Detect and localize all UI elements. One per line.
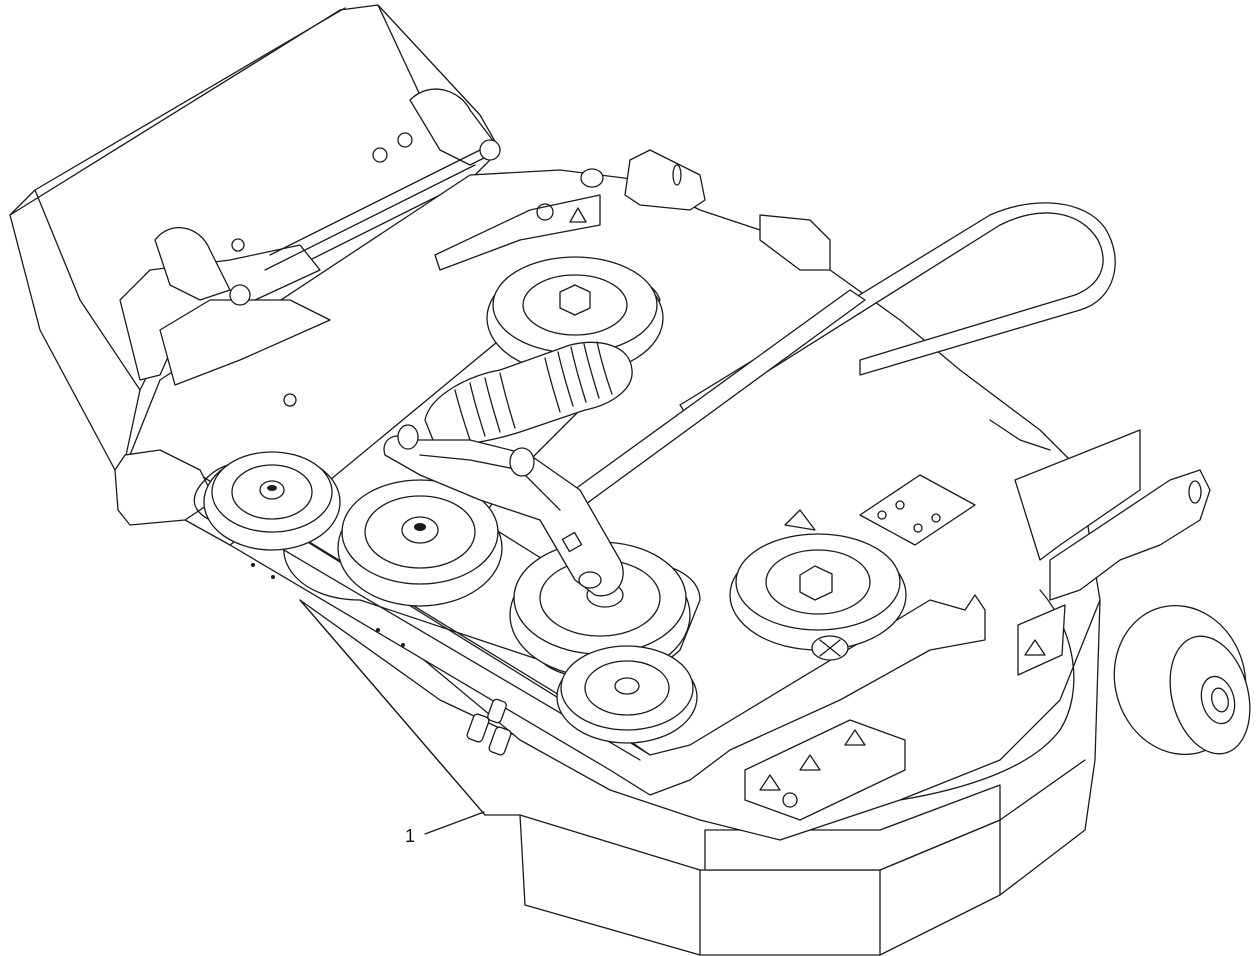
lift-handle	[559, 202, 1116, 513]
pulley-front	[556, 645, 698, 744]
drive-belt	[193, 273, 701, 679]
anti-scalp-wheel	[1113, 604, 1251, 756]
pulley-left	[203, 451, 341, 551]
warning-decal-rear	[434, 194, 601, 271]
tension-spring	[424, 341, 633, 447]
idler-pulley-top	[486, 256, 664, 375]
idler-arm	[383, 424, 624, 597]
callout-number: 1	[405, 826, 415, 846]
right-side-bracket	[1014, 429, 1211, 601]
front-warning-decal	[744, 719, 906, 821]
callout-leader-line	[424, 811, 485, 835]
callout-1: 1	[405, 811, 485, 846]
side-decal	[1017, 604, 1066, 676]
pulley-right	[729, 533, 907, 651]
caution-triangle-decal	[784, 509, 816, 531]
rear-hanger-bracket	[580, 149, 831, 271]
pulley-center-left	[337, 479, 503, 607]
left-side-bracket	[114, 88, 501, 526]
deck-plate-decal	[859, 474, 976, 546]
spindle-cap-x	[811, 635, 849, 661]
